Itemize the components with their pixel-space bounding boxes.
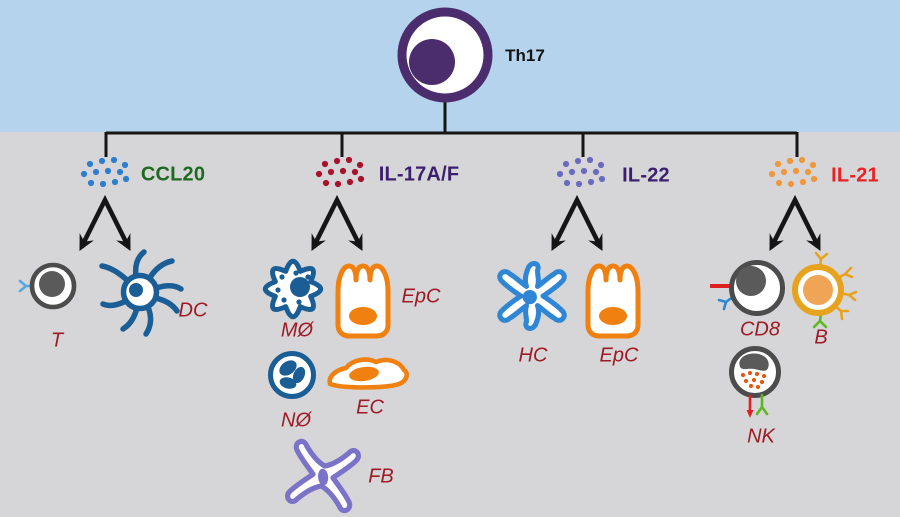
b-cell [792, 251, 858, 329]
il17-dots [315, 156, 365, 188]
ccl20-dots [80, 156, 130, 188]
cell-label-t: T [50, 329, 64, 352]
nk-green-receptor-icon [755, 393, 769, 416]
il22-split-arrow [544, 200, 609, 255]
nk-cell [729, 346, 781, 418]
macrophage-cell [262, 258, 324, 320]
th17-label: Th17 [505, 46, 545, 65]
tree-connectors [104, 102, 799, 157]
fibroblast-cell [285, 438, 361, 514]
il21-dots [768, 156, 818, 188]
endothelial-cell [327, 357, 410, 390]
ccl20-split-arrow [72, 200, 137, 255]
nk-granules-icon [740, 370, 767, 390]
cd8-cell [710, 260, 785, 316]
cytokine-label-il22: IL-22 [622, 164, 670, 187]
cytokine-label-ccl20: CCL20 [140, 163, 206, 186]
t-cell [18, 262, 77, 310]
cell-label-hc: HC [518, 344, 548, 367]
cell-label-b: B [814, 326, 828, 349]
cell-label-epc-2: EpC [599, 344, 639, 367]
il17-split-arrow [304, 200, 369, 255]
nk-red-receptor-tip-icon [746, 410, 754, 418]
cell-label-dc: DC [178, 299, 208, 322]
epithelial-cell [588, 266, 638, 336]
cell-label-cd8: CD8 [739, 318, 781, 341]
cytokine-label-il17af: IL-17A/F [378, 163, 460, 186]
cell-label-nk: NK [747, 425, 775, 448]
cell-label-no: NØ [281, 409, 311, 432]
epithelial-cell [338, 266, 388, 336]
hepatocyte-cell [497, 261, 567, 331]
il22-dots [556, 156, 606, 188]
cell-label-mo: MØ [280, 319, 314, 342]
cell-label-fb: FB [368, 465, 394, 488]
dendritic-cell [99, 249, 184, 337]
cell-label-epc-1: EpC [401, 285, 441, 308]
cell-label-ec: EC [356, 396, 384, 419]
cytokine-label-il21: IL-21 [831, 164, 879, 187]
il21-split-arrow [762, 200, 827, 255]
neutrophil-cell [268, 351, 316, 399]
th17-cell [397, 7, 493, 103]
